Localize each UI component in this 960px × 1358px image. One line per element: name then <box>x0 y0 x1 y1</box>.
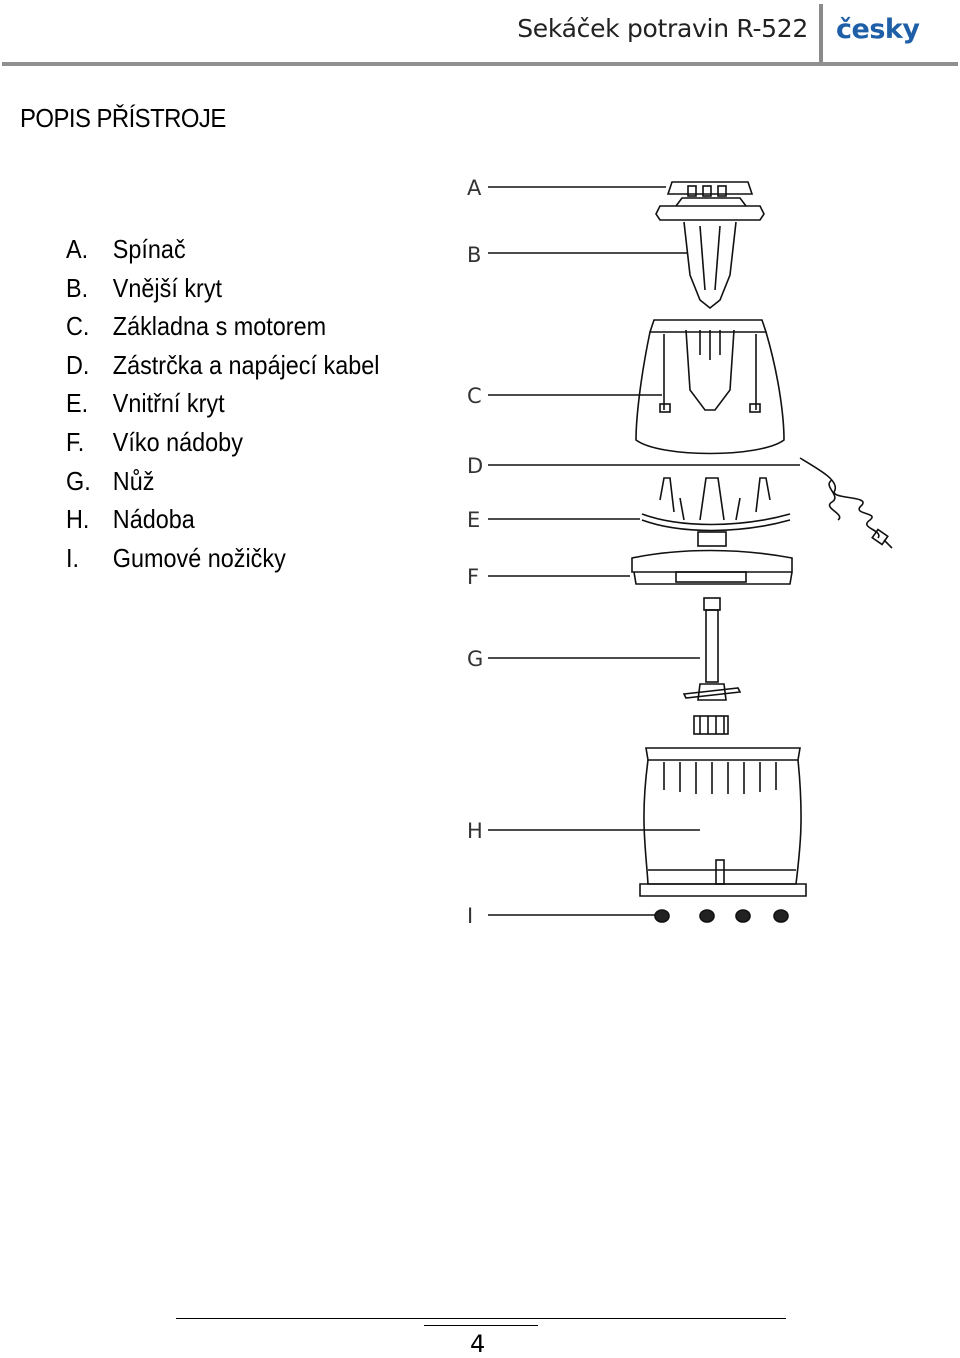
part-letter: F. <box>66 426 85 457</box>
inner-cover-part <box>641 477 791 547</box>
part-name: Nůž <box>112 465 155 496</box>
diagram-label-g: G <box>467 647 483 671</box>
part-name: Gumové nožičky <box>112 542 286 573</box>
part-name: Vnitřní kryt <box>112 388 225 419</box>
footer-rule-short <box>424 1325 538 1326</box>
part-letter: C. <box>66 311 90 342</box>
list-item: D. Zástrčka a napájecí kabel <box>66 346 379 385</box>
part-name: Víko nádoby <box>112 426 243 457</box>
header-rule <box>2 62 958 66</box>
leader-lines <box>488 186 800 916</box>
page-number: 4 <box>470 1330 486 1358</box>
list-item: E. Vnitřní kryt <box>66 384 379 423</box>
part-name: Nádoba <box>112 504 195 535</box>
diagram-label-i: I <box>467 904 473 928</box>
part-name: Spínač <box>112 234 186 264</box>
part-letter: B. <box>66 272 89 303</box>
list-item: G. Nůž <box>66 462 379 501</box>
part-letter: H. <box>66 504 90 535</box>
container-lid-part <box>631 549 793 585</box>
document-title: Sekáček potravin R-522 <box>517 14 808 43</box>
diagram-label-f: F <box>467 565 479 589</box>
part-name: Vnější kryt <box>112 272 223 303</box>
section-title: POPIS PŘÍSTROJE <box>20 103 226 133</box>
list-item: I. Gumové nožičky <box>66 539 379 578</box>
diagram-label-a: A <box>467 176 482 200</box>
blade-part <box>682 597 742 735</box>
list-item: C. Základna s motorem <box>66 307 379 346</box>
part-letter: A. <box>66 234 89 264</box>
part-letter: G. <box>66 465 91 496</box>
part-letter: E. <box>66 388 89 419</box>
diagram-label-b: B <box>467 243 481 267</box>
parts-list: A. Spínač B. Vnější kryt C. Základna s moto… <box>66 230 414 577</box>
rubber-feet-part <box>654 909 789 923</box>
motor-base-part <box>635 319 785 455</box>
list-item: B. Vnější kryt <box>66 269 379 308</box>
header-divider <box>819 4 823 62</box>
diagram-label-d: D <box>467 454 483 478</box>
diagram-label-h: H <box>467 819 483 843</box>
list-item: H. Nádoba <box>66 500 379 539</box>
list-item: F. Víko nádoby <box>66 423 379 462</box>
part-letter: I. <box>66 542 80 573</box>
outer-cover-part <box>655 197 765 310</box>
part-letter: D. <box>66 349 90 380</box>
switch-part <box>666 181 754 197</box>
bowl-part <box>639 747 807 897</box>
part-name: Základna s motorem <box>112 311 327 342</box>
footer-rule <box>176 1318 786 1319</box>
exploded-diagram: A B C D E F G H I <box>467 176 893 928</box>
list-item: A. Spínač <box>66 230 379 269</box>
part-name: Zástrčka a napájecí kabel <box>112 349 380 380</box>
power-cable-part <box>799 457 893 549</box>
page-header: Sekáček potravin R-522 česky <box>0 0 960 66</box>
language-label: česky <box>836 14 920 45</box>
diagram-label-c: C <box>467 384 482 408</box>
diagram-label-e: E <box>467 508 480 532</box>
